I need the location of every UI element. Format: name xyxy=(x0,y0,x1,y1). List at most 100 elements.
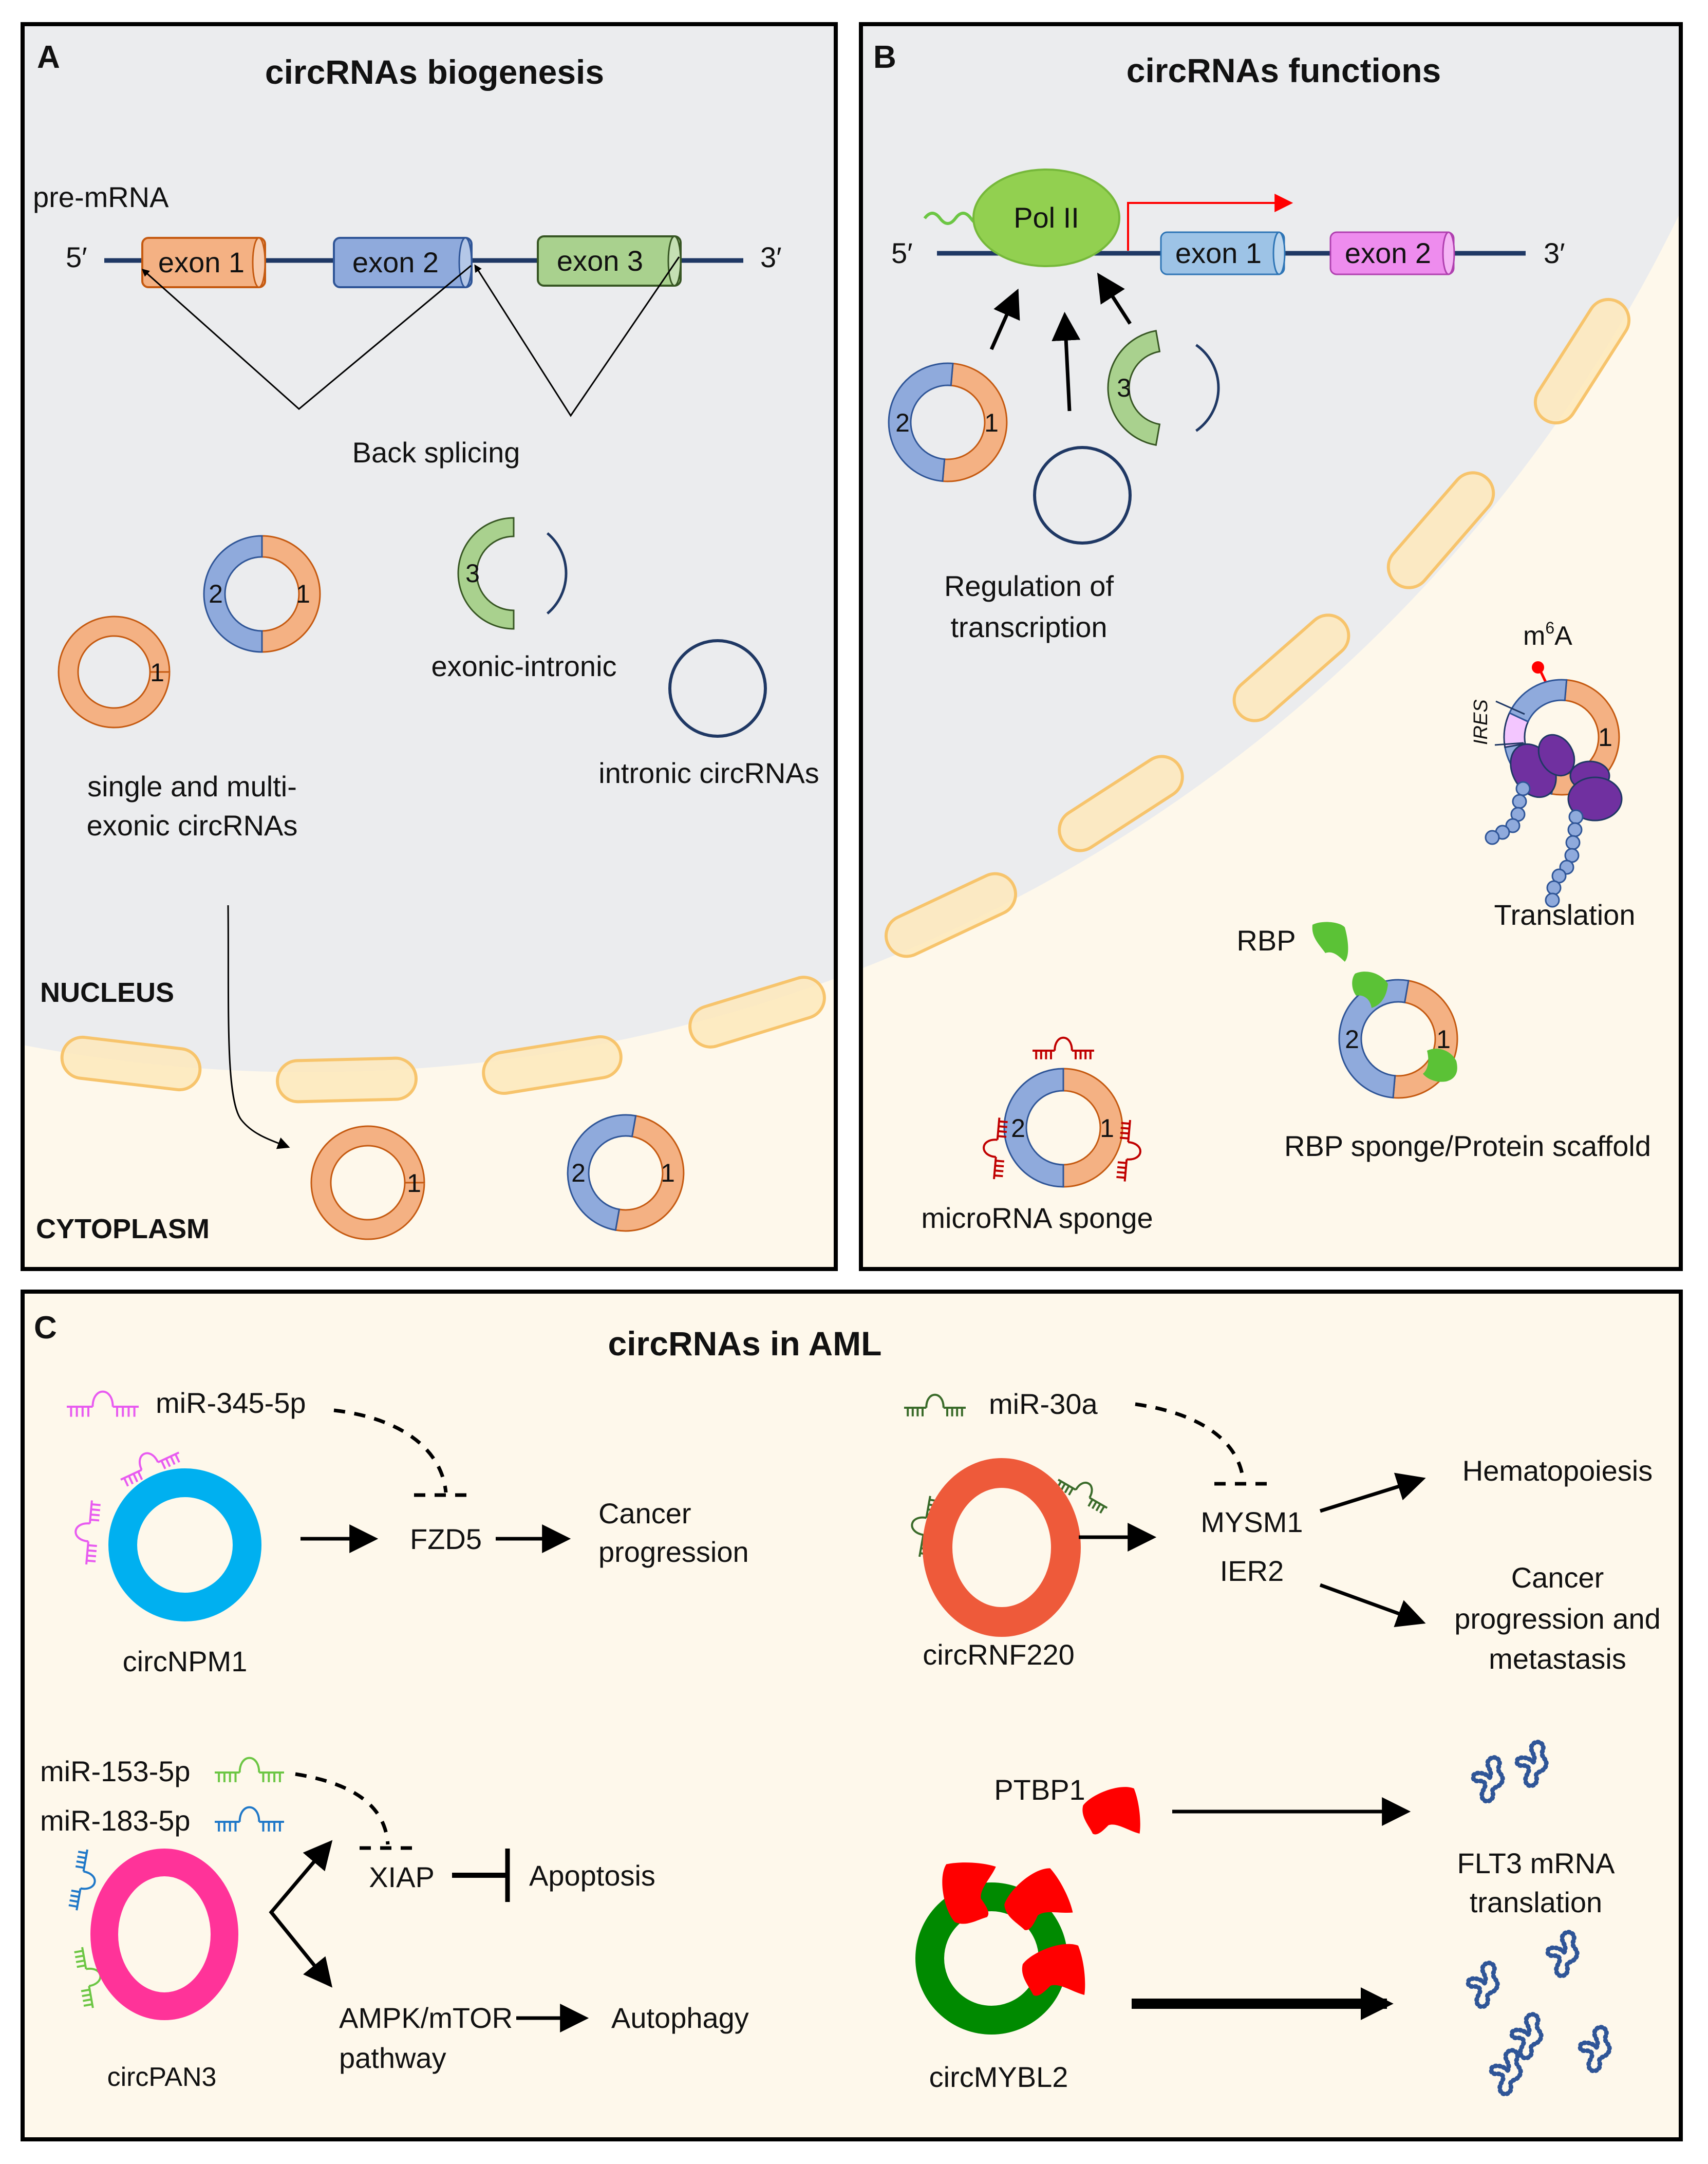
ring-segment xyxy=(942,362,1008,482)
fzd5-label: FZD5 xyxy=(410,1523,482,1555)
nuclear-pore-segment xyxy=(276,1056,418,1104)
nuclear-pore-segment xyxy=(1533,297,1631,425)
export-arrow xyxy=(227,905,290,1149)
nascent-peptides xyxy=(1485,781,1584,908)
ptbp1-icon xyxy=(942,1862,996,1924)
mirna-icon xyxy=(1116,1120,1141,1182)
back-splice-arrow-2 xyxy=(474,256,680,417)
exon-number: 1 xyxy=(984,408,999,437)
nuclear-pore-segment xyxy=(1386,471,1495,589)
ribosome xyxy=(1510,734,1623,822)
circpan3-branch-arrows xyxy=(269,1840,333,1988)
rbp-sponge-label: RBP sponge/Protein scaffold xyxy=(1284,1130,1651,1162)
cytoplasm-label: CYTOPLASM xyxy=(36,1214,210,1244)
regulation-arrow-3 xyxy=(1097,272,1132,325)
ring-segment xyxy=(203,535,263,653)
m6a-dot xyxy=(1532,661,1544,674)
regulation-label-line2: transcription xyxy=(950,611,1107,643)
exon-number: 1 xyxy=(1100,1114,1114,1143)
panel-b-title: circRNAs functions xyxy=(1127,51,1441,89)
panel-c-title: circRNAs in AML xyxy=(608,1324,882,1363)
panel-b-border xyxy=(859,22,1683,1271)
exon-number: 2 xyxy=(209,580,223,608)
panel-c-letter: C xyxy=(34,1310,57,1346)
bound-ptbp1-proteins xyxy=(942,1862,1085,1996)
panel-c-border xyxy=(21,1290,1683,2141)
nucleus-label: NUCLEUS xyxy=(40,977,174,1008)
ptbp1-label: PTBP1 xyxy=(994,1774,1085,1806)
mirna-icon xyxy=(68,1849,96,1911)
ring-segment xyxy=(310,1125,425,1240)
ires-pointer-bottom xyxy=(1494,742,1524,746)
back-splicing-label: Back splicing xyxy=(352,436,520,469)
cytoplasmic-single-exon-circrna: 1 xyxy=(310,1125,425,1240)
exon-number: 1 xyxy=(1598,723,1612,752)
single-exon-circrna: 1 xyxy=(58,615,171,729)
single-multi-label-line1: single and multi- xyxy=(87,770,297,803)
exon-number: 1 xyxy=(296,580,310,608)
ptbp1-protein xyxy=(1082,1787,1140,1835)
panel-c-aml: C circRNAs in AML miR-345-5p FZD5 Cancer… xyxy=(21,1290,1683,2141)
ring-segment xyxy=(567,1114,637,1232)
exon-2-cylinder: exon 2 xyxy=(333,237,473,288)
mir-30a-inhibition-line xyxy=(1135,1402,1245,1480)
rbp-protein xyxy=(1312,922,1348,962)
ampk-label-line2: pathway xyxy=(339,2042,446,2074)
circrnf220-pathway: miR-30a MYSM1 IER2 Hematopoiesis Cancer … xyxy=(904,1388,1661,1675)
ring-segment xyxy=(58,615,171,729)
circpan3-ring xyxy=(90,1849,238,2020)
mirna-icon xyxy=(74,1500,101,1565)
intronic-circrna xyxy=(668,639,767,738)
ring-segment xyxy=(261,535,321,653)
exon-2-label: exon 2 xyxy=(352,246,439,278)
circnpm1-label: circNPM1 xyxy=(123,1645,248,1677)
apoptosis-label: Apoptosis xyxy=(529,1859,655,1892)
translation-circrna: m6A 1 IRES Translation xyxy=(1470,619,1635,931)
exon-number: 2 xyxy=(1011,1114,1025,1143)
translation-label: Translation xyxy=(1494,899,1636,931)
circpan3-pathway: miR-153-5p miR-183-5p XIAP Apoptosis AMP… xyxy=(40,1755,749,2092)
flt3-label-line1: FLT3 mRNA xyxy=(1457,1847,1616,1879)
mirna-icon xyxy=(120,1451,180,1487)
rbp-scaffold-circrna: 12 xyxy=(1338,972,1458,1099)
b-exon-2-label: exon 2 xyxy=(1345,237,1431,269)
circmybl2-label: circMYBL2 xyxy=(929,2061,1068,2093)
b-five-prime-label: 5′ xyxy=(891,237,913,269)
ampk-label-line1: AMPK/mTOR xyxy=(339,2002,513,2034)
exon-1-label: exon 1 xyxy=(158,246,245,278)
hematopoiesis-label: Hematopoiesis xyxy=(1462,1454,1653,1487)
rnf220-outcome2-line3: metastasis xyxy=(1489,1643,1626,1675)
circpan3-label: circPAN3 xyxy=(107,2062,217,2092)
ier2-label: IER2 xyxy=(1220,1555,1284,1587)
nuclear-pore-segment xyxy=(885,872,1017,958)
nuclear-pore-segment xyxy=(688,976,826,1049)
circrnf220-label: circRNF220 xyxy=(923,1638,1075,1671)
b-exonic-intronic-circrna: 3 xyxy=(1107,329,1220,446)
panel-a-letter: A xyxy=(37,40,60,75)
mysm1-to-hematopoiesis-arrow xyxy=(1319,1472,1426,1513)
two-exon-circrna: 12 xyxy=(203,535,321,653)
ier2-to-cancer-arrow xyxy=(1319,1583,1426,1627)
mirna-icon xyxy=(1056,1479,1108,1514)
ptbp1-icon xyxy=(1082,1787,1140,1835)
bound-micrornas xyxy=(983,1037,1141,1182)
pre-mrna-label: pre-mRNA xyxy=(33,181,169,213)
mir-30a-label: miR-30a xyxy=(989,1388,1098,1420)
panel-b-functions: B circRNAs functions 5′ 3′ Pol II exon 1… xyxy=(859,22,1683,1271)
ring-segment xyxy=(614,1114,684,1232)
circnpm1-pathway: miR-345-5p FZD5 Cancer progression circN… xyxy=(67,1387,749,1677)
microrna-sponge-label: microRNA sponge xyxy=(921,1202,1153,1234)
nuclear-pore-segment xyxy=(1232,613,1350,722)
xiap-label: XIAP xyxy=(369,1861,435,1893)
ring-segment xyxy=(888,362,954,482)
exonic-intronic-label: exonic-intronic xyxy=(431,650,616,682)
nuclear-pore-segment xyxy=(482,1035,623,1095)
mirna-icon xyxy=(67,1390,139,1417)
intronic-label: intronic circRNAs xyxy=(598,757,819,789)
ring-segment xyxy=(1003,1068,1064,1188)
nuclear-membrane xyxy=(60,976,826,1104)
b-intronic-circrna xyxy=(1033,446,1132,545)
rbp-label: RBP xyxy=(1236,924,1296,957)
regulation-arrow-1 xyxy=(989,288,1020,350)
